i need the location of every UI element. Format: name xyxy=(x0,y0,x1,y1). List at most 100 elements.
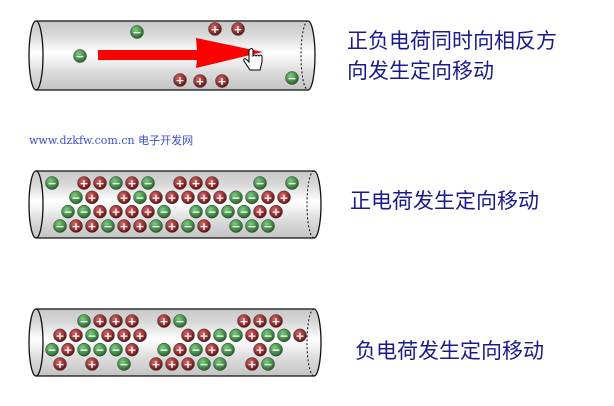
negative-charge: − xyxy=(149,219,163,233)
svg-text:−: − xyxy=(263,329,272,342)
positive-charge: + xyxy=(117,328,131,342)
negative-charge: − xyxy=(221,204,235,219)
svg-text:+: + xyxy=(247,358,256,371)
negative-charge: − xyxy=(77,204,91,219)
negative-charge: − xyxy=(173,314,187,328)
svg-text:+: + xyxy=(207,177,216,190)
positive-charge: + xyxy=(197,328,211,342)
svg-text:+: + xyxy=(151,358,160,371)
svg-text:+: + xyxy=(71,220,80,233)
watermark: www.dzkfw.com.cn 电子开发网 xyxy=(29,134,194,147)
positive-charge: + xyxy=(205,342,219,357)
positive-charge: + xyxy=(101,328,115,342)
svg-text:−: − xyxy=(255,177,264,190)
svg-text:−: − xyxy=(287,177,296,190)
svg-text:−: − xyxy=(47,344,56,357)
positive-charge: + xyxy=(117,190,131,204)
positive-charge: + xyxy=(173,176,187,190)
svg-text:+: + xyxy=(167,358,176,371)
positive-charge: + xyxy=(93,176,107,190)
negative-charge: − xyxy=(245,219,259,233)
svg-text:−: − xyxy=(271,344,280,357)
positive-charge: + xyxy=(253,342,267,357)
svg-text:+: + xyxy=(55,358,64,371)
svg-text:+: + xyxy=(183,191,192,204)
svg-text:+: + xyxy=(127,177,136,190)
negative-charge: − xyxy=(130,25,144,39)
svg-text:+: + xyxy=(255,344,264,357)
negative-charge: − xyxy=(205,204,219,219)
svg-text:+: + xyxy=(239,315,248,328)
negative-charge: − xyxy=(261,357,275,371)
positive-charge: + xyxy=(231,22,245,36)
svg-text:−: − xyxy=(231,220,240,233)
negative-charge: − xyxy=(141,176,155,190)
svg-text:+: + xyxy=(247,329,256,342)
negative-charge: − xyxy=(197,357,211,371)
svg-text:+: + xyxy=(119,220,128,233)
svg-text:−: − xyxy=(55,220,64,233)
positive-charge: + xyxy=(181,328,195,342)
positive-charge: + xyxy=(85,190,99,204)
svg-text:+: + xyxy=(167,191,176,204)
positive-charge: + xyxy=(93,204,107,219)
negative-charge: − xyxy=(261,328,275,342)
svg-text:+: + xyxy=(183,329,192,342)
positive-charge: + xyxy=(197,190,211,204)
negative-charge: − xyxy=(117,357,131,371)
svg-text:+: + xyxy=(199,220,208,233)
tube-opening xyxy=(28,308,44,377)
svg-text:−: − xyxy=(159,344,168,357)
svg-text:+: + xyxy=(210,23,219,36)
svg-text:+: + xyxy=(127,206,136,219)
svg-text:−: − xyxy=(159,206,168,219)
svg-text:−: − xyxy=(111,177,120,190)
negative-charge: − xyxy=(285,71,299,85)
positive-charge: + xyxy=(93,314,107,328)
svg-text:+: + xyxy=(175,177,184,190)
positive-charge: + xyxy=(77,176,91,190)
positive-charge: + xyxy=(149,357,163,371)
negative-charge: − xyxy=(213,357,227,371)
positive-charge: + xyxy=(165,357,179,371)
conductor-tube-3: −++++−+++++−+++++−−+−−+−+−−−+−+−+−+−++−+… xyxy=(28,308,322,377)
positive-charge: + xyxy=(53,328,67,342)
negative-charge: − xyxy=(157,342,171,357)
svg-text:−: − xyxy=(231,329,240,342)
positive-charge: + xyxy=(125,204,139,219)
svg-text:−: − xyxy=(199,358,208,371)
positive-charge: + xyxy=(208,22,222,36)
svg-text:−: − xyxy=(223,206,232,219)
svg-text:−: − xyxy=(287,72,296,85)
svg-text:−: − xyxy=(183,220,192,233)
positive-charge: + xyxy=(193,74,207,88)
negative-charge: − xyxy=(101,219,115,233)
positive-charge: + xyxy=(215,74,229,88)
hand-cursor-icon[interactable] xyxy=(243,48,263,71)
svg-text:+: + xyxy=(119,329,128,342)
positive-charge: + xyxy=(157,314,171,328)
negative-charge: − xyxy=(53,219,67,233)
positive-charge: + xyxy=(125,342,139,357)
positive-charge: + xyxy=(85,219,99,233)
svg-text:−: − xyxy=(75,50,84,63)
positive-charge: + xyxy=(253,204,267,219)
positive-charge: + xyxy=(245,328,259,342)
positive-charge: + xyxy=(181,190,195,204)
svg-text:−: − xyxy=(239,206,248,219)
positive-charge: + xyxy=(293,328,307,342)
svg-text:+: + xyxy=(135,329,144,342)
positive-charge: + xyxy=(269,204,283,219)
positive-charge: + xyxy=(133,328,147,342)
svg-text:−: − xyxy=(263,358,272,371)
svg-text:+: + xyxy=(195,75,204,88)
svg-text:+: + xyxy=(199,191,208,204)
svg-text:+: + xyxy=(95,206,104,219)
svg-text:−: − xyxy=(87,329,96,342)
svg-text:−: − xyxy=(119,358,128,371)
caption-panel-3: 负电荷发生定向移动 xyxy=(355,336,544,366)
negative-charge: − xyxy=(133,190,147,204)
svg-text:+: + xyxy=(63,344,72,357)
negative-charge: − xyxy=(221,342,235,357)
svg-text:+: + xyxy=(55,329,64,342)
